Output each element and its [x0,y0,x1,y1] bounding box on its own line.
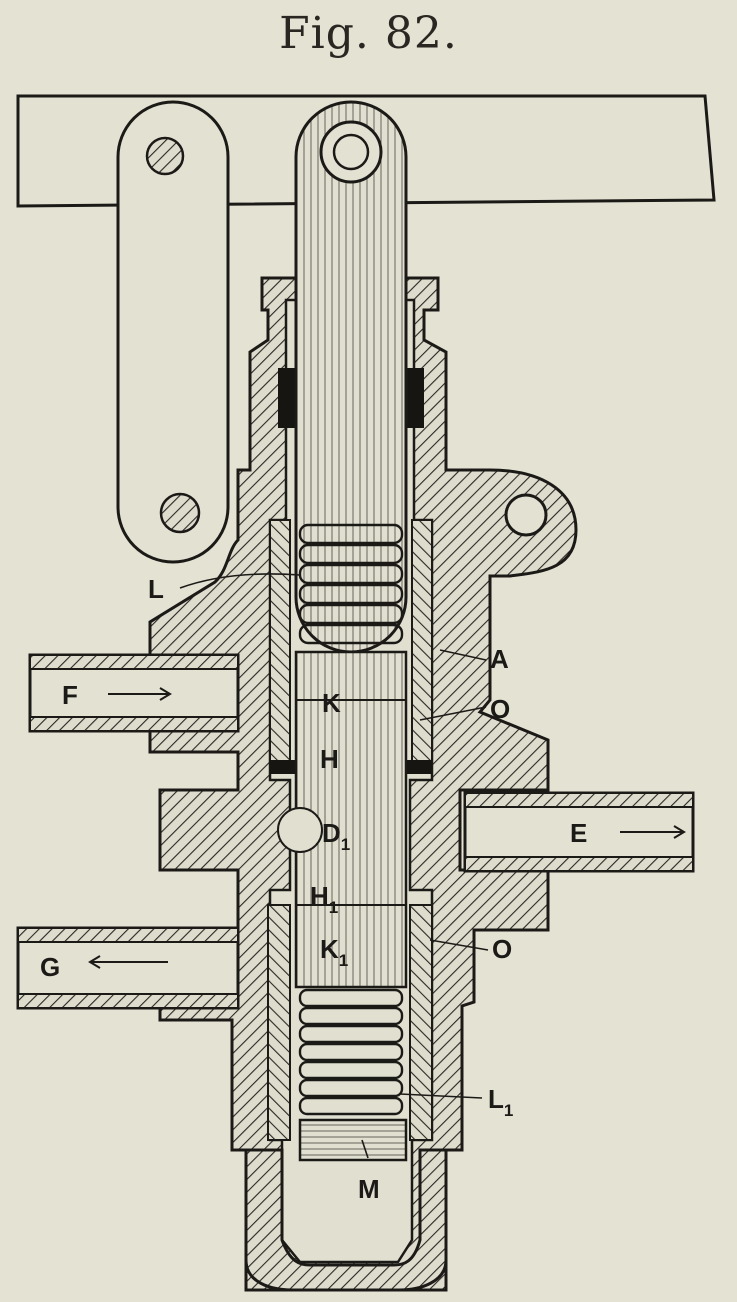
spring-L1 [298,988,404,1116]
label-K1: K1 [320,934,348,970]
label-K: K [322,688,341,718]
figure-title: Fig. 82. [279,8,458,59]
spring-L [298,523,404,645]
cross-port [277,807,323,853]
upper-bushing-right [411,519,433,771]
leader-L [179,573,301,589]
leader-M [361,1139,369,1159]
label-M: M [358,1174,380,1204]
label-O: O [490,694,510,724]
label-D1: D1 [322,818,350,854]
nut-M [298,1118,408,1162]
leader-A [439,649,487,661]
label-A: A [490,644,509,674]
upper-bushing-left [269,519,291,771]
lower-bushing-left [267,904,291,1141]
label-L1: L1 [488,1084,513,1120]
label-H1: H1 [310,881,338,917]
flow-arrow-E [620,825,686,839]
leader-L1 [399,1093,483,1099]
label-L: L [148,574,164,604]
leader-O2 [429,939,489,951]
flow-arrow-G [88,955,168,969]
lower-bushing-right [409,904,433,1141]
mounting-hole [504,493,548,537]
leader-O [419,706,487,721]
plunger-rod [294,100,408,654]
label-E: E [570,818,587,848]
end-cap [244,1148,448,1292]
flow-arrow-F [108,687,172,701]
link-arm [116,100,230,564]
label-O2: O [492,934,512,964]
label-F: F [62,680,78,710]
label-H: H [320,744,339,774]
label-G: G [40,952,60,982]
